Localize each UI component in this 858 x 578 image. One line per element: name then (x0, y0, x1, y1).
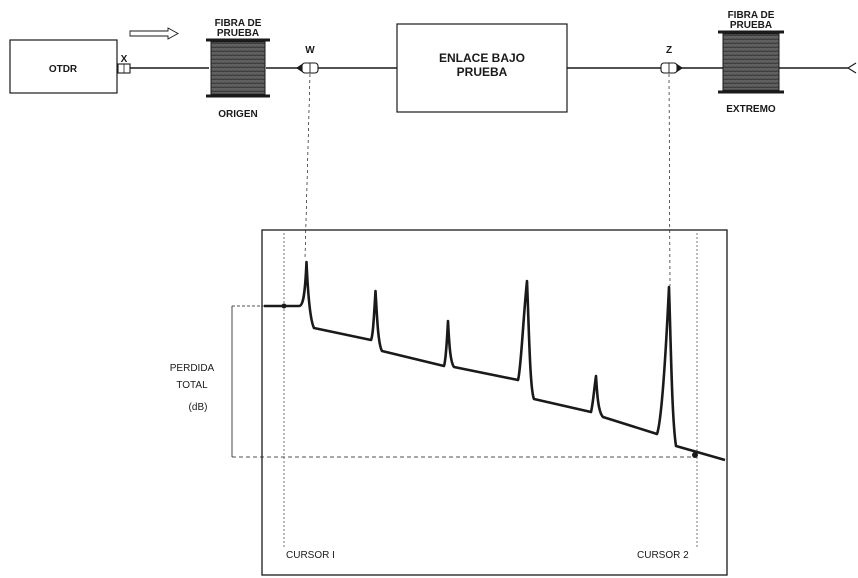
origin-spool-title-1: FIBRA DE (215, 18, 262, 29)
link-under-test-line1: ENLACE BAJO (439, 51, 525, 65)
cursor-2-label: CURSOR 2 (637, 550, 689, 561)
total-loss-label-1: PERDIDA (170, 363, 215, 374)
trace-display-frame (261, 229, 728, 576)
end-spool-caption: EXTREMO (726, 104, 776, 115)
link-under-test-line2: PRUEBA (457, 65, 508, 79)
direction-arrow (129, 27, 179, 40)
cursor-2-marker (692, 452, 698, 458)
origin-fiber-spool (206, 38, 270, 98)
otdr-box (9, 39, 118, 94)
fiber-end-termination (847, 62, 857, 74)
total-loss-unit: (dB) (189, 402, 208, 413)
origin-spool-title-2: PRUEBA (217, 28, 259, 39)
total-loss-label-2: TOTAL (176, 380, 208, 391)
projection-line-w (304, 73, 311, 259)
connector-x-label: X (121, 54, 128, 65)
otdr-label: OTDR (49, 64, 78, 75)
end-fiber-spool (718, 30, 784, 94)
end-spool-title-1: FIBRA DE (728, 10, 775, 21)
projection-line-z (668, 73, 671, 287)
cursor-1-label: CURSOR I (286, 550, 335, 561)
connector-z-label: Z (666, 45, 672, 56)
otdr-trace-curve (264, 260, 726, 462)
end-spool-title-2: PRUEBA (730, 20, 772, 31)
connector-w-label: W (305, 45, 315, 56)
connector-w (296, 62, 319, 74)
cursor-1-marker (281, 303, 287, 309)
origin-spool-caption: ORIGEN (218, 109, 257, 120)
